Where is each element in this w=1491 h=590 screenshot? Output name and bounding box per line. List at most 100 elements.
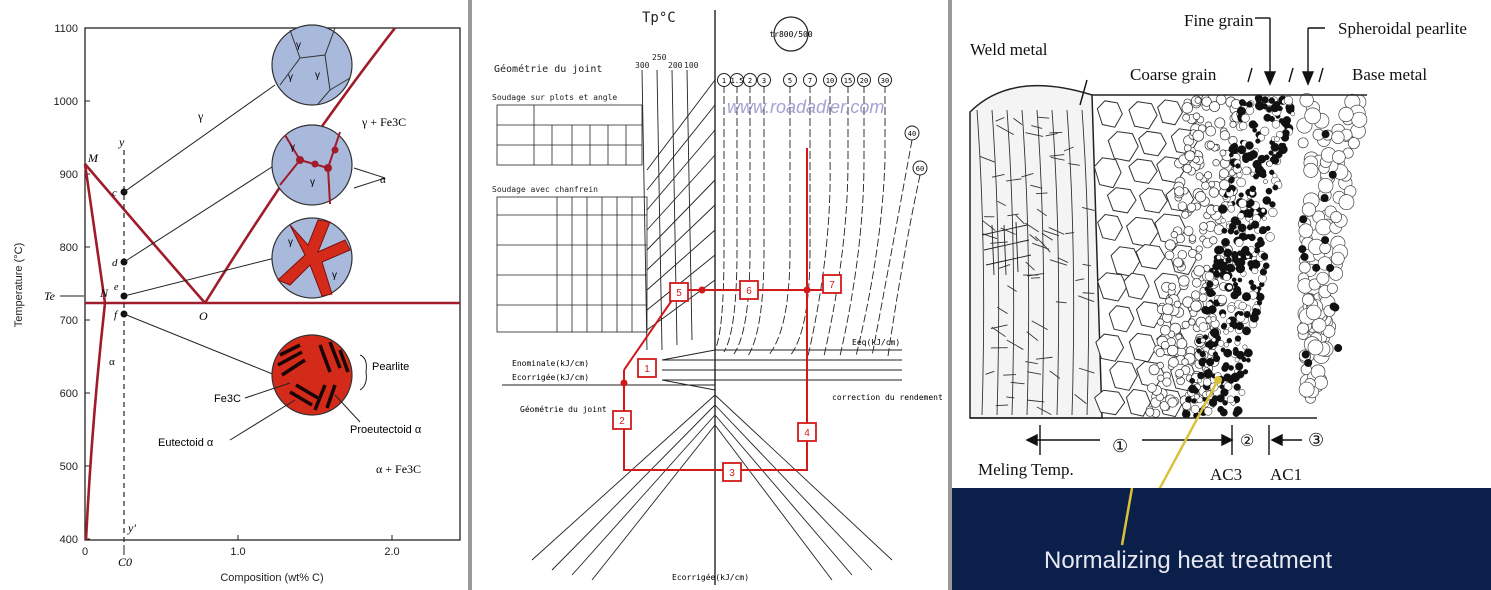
y-tick-label: 1100	[54, 23, 78, 35]
x-tick-label: 1.0	[230, 546, 245, 558]
y-tick-label: 900	[60, 169, 78, 181]
correction-label: correction du rendement thermique	[832, 393, 948, 402]
svg-text:γ: γ	[290, 142, 295, 153]
tr-circle-label: 5	[788, 77, 792, 85]
yellow-pointer-lower	[1120, 487, 1134, 546]
tr-circle	[857, 73, 871, 87]
svg-text:100: 100	[684, 61, 699, 70]
tr-circle-label: 1.5	[731, 77, 744, 85]
svg-text:γ: γ	[315, 70, 320, 81]
fe3c-pointer	[244, 382, 291, 399]
step-box	[739, 280, 759, 300]
label-d: d	[112, 257, 118, 269]
svg-text:γ: γ	[288, 72, 293, 83]
zone-2-label: ②	[1240, 433, 1254, 450]
enominale-label: Enominale(kJ/cm)	[512, 359, 589, 368]
tr-circle-label: 2	[748, 77, 752, 85]
caption-text: Normalizing heat treatment	[1044, 547, 1332, 574]
eutectoid-alpha-label: Eutectoid α	[158, 437, 214, 449]
geometry-title: Géométrie du joint	[494, 63, 602, 75]
weld-metal-region	[969, 85, 1103, 419]
alpha-label-left: α	[109, 356, 115, 368]
haz-panel: Weld metal Coarse grain Fine grain Spher…	[952, 0, 1491, 590]
label-e: e	[114, 282, 119, 293]
construction-path	[623, 148, 832, 471]
tr-circle-label: 30	[881, 77, 889, 85]
spheroidal-label: Spheroidal pearlite	[1338, 19, 1467, 38]
label-f: f	[114, 309, 119, 321]
y-tick-label: 400	[60, 534, 78, 546]
tr-circle-label: 7	[808, 77, 812, 85]
step-box	[637, 358, 657, 378]
step-label: 4	[804, 428, 810, 439]
tp-ticks: 300 250 200 100	[635, 53, 699, 70]
step-box	[669, 282, 689, 302]
step-box	[822, 274, 842, 294]
svg-text:γ: γ	[310, 177, 315, 188]
proeutectoid-pointer	[334, 394, 361, 423]
geometry-tables	[496, 104, 648, 333]
label-n: N	[99, 286, 109, 300]
ecorrigee-v-label: Ecorrigée(kJ/cm)	[672, 572, 749, 582]
svg-text:Pearlite: Pearlite	[372, 361, 409, 373]
step-label: 1	[644, 364, 650, 375]
tr-circle	[743, 73, 757, 87]
tr-circle-label: 15	[844, 77, 852, 85]
soudage-chanfrein-label: Soudage avec chanfrein	[492, 185, 598, 194]
label-y: y	[118, 135, 125, 149]
step-box	[797, 422, 817, 442]
tr-circle	[803, 73, 817, 87]
geometrie-joint-label: Géométrie du joint	[520, 404, 607, 414]
tr-circle	[841, 73, 855, 87]
alpha-gamma-line	[83, 163, 107, 304]
caption-banner	[952, 488, 1491, 590]
fine-grain-label: Fine grain	[1184, 11, 1254, 30]
tr-circle-label: 3	[762, 77, 766, 85]
tr-circle-label: 1	[722, 77, 726, 85]
step-label: 7	[829, 280, 835, 291]
y-tick-label: 700	[60, 315, 78, 327]
weld-dendrites	[976, 109, 1095, 416]
step-box	[722, 462, 742, 482]
coarse-grain-zone	[1093, 99, 1198, 418]
svg-text:γ: γ	[296, 40, 301, 51]
alpha-solvus-line	[84, 302, 107, 541]
tr-circle	[757, 73, 771, 87]
label-c0: C0	[118, 555, 132, 569]
ac3-label: AC3	[1210, 465, 1242, 484]
tr-curves	[714, 85, 921, 357]
melting-temp-label: Meling Temp.	[978, 460, 1074, 479]
watermark: www.roadadier.com	[727, 97, 884, 117]
ecorrigee-h-label: Ecorrigée(kJ/cm)	[512, 372, 589, 382]
step-label: 5	[676, 288, 682, 299]
y-tick-label: 800	[60, 242, 78, 254]
path-dots	[620, 286, 811, 387]
region-gamma-fe3c: γ + Fe3C	[361, 115, 406, 129]
label-m: M	[87, 151, 99, 165]
fe3c-label: Fe3C	[214, 393, 241, 405]
y-tick-label: 500	[60, 461, 78, 473]
tr-badge: tr800/500	[769, 16, 813, 52]
step-label: 3	[729, 468, 735, 479]
ac1-label: AC1	[1270, 465, 1302, 484]
coarse-grain-label: Coarse grain	[1130, 65, 1217, 84]
lower-fan	[531, 394, 893, 581]
haz-svg: Weld metal Coarse grain Fine grain Spher…	[952, 0, 1491, 590]
base-planes	[502, 349, 902, 391]
svg-text:γ: γ	[288, 237, 293, 248]
nomogram-panel: Tp°C Géométrie du joint Soudage sur plot…	[472, 0, 948, 590]
label-o: O	[199, 309, 208, 323]
label-arrows	[1025, 17, 1325, 455]
alpha-label-top: α	[380, 174, 386, 186]
a3-line	[84, 163, 206, 304]
microstructure-nucleation: γ γ	[271, 124, 353, 206]
region-gamma: γ	[197, 109, 204, 123]
label-te: Te	[44, 289, 56, 303]
microstructure-proeutectoid: γ γ	[271, 217, 353, 299]
microstructure-pearlite: Pearlite	[271, 334, 409, 416]
svg-text:300: 300	[635, 61, 650, 70]
x-axis-label: Composition (wt% C)	[220, 572, 323, 584]
